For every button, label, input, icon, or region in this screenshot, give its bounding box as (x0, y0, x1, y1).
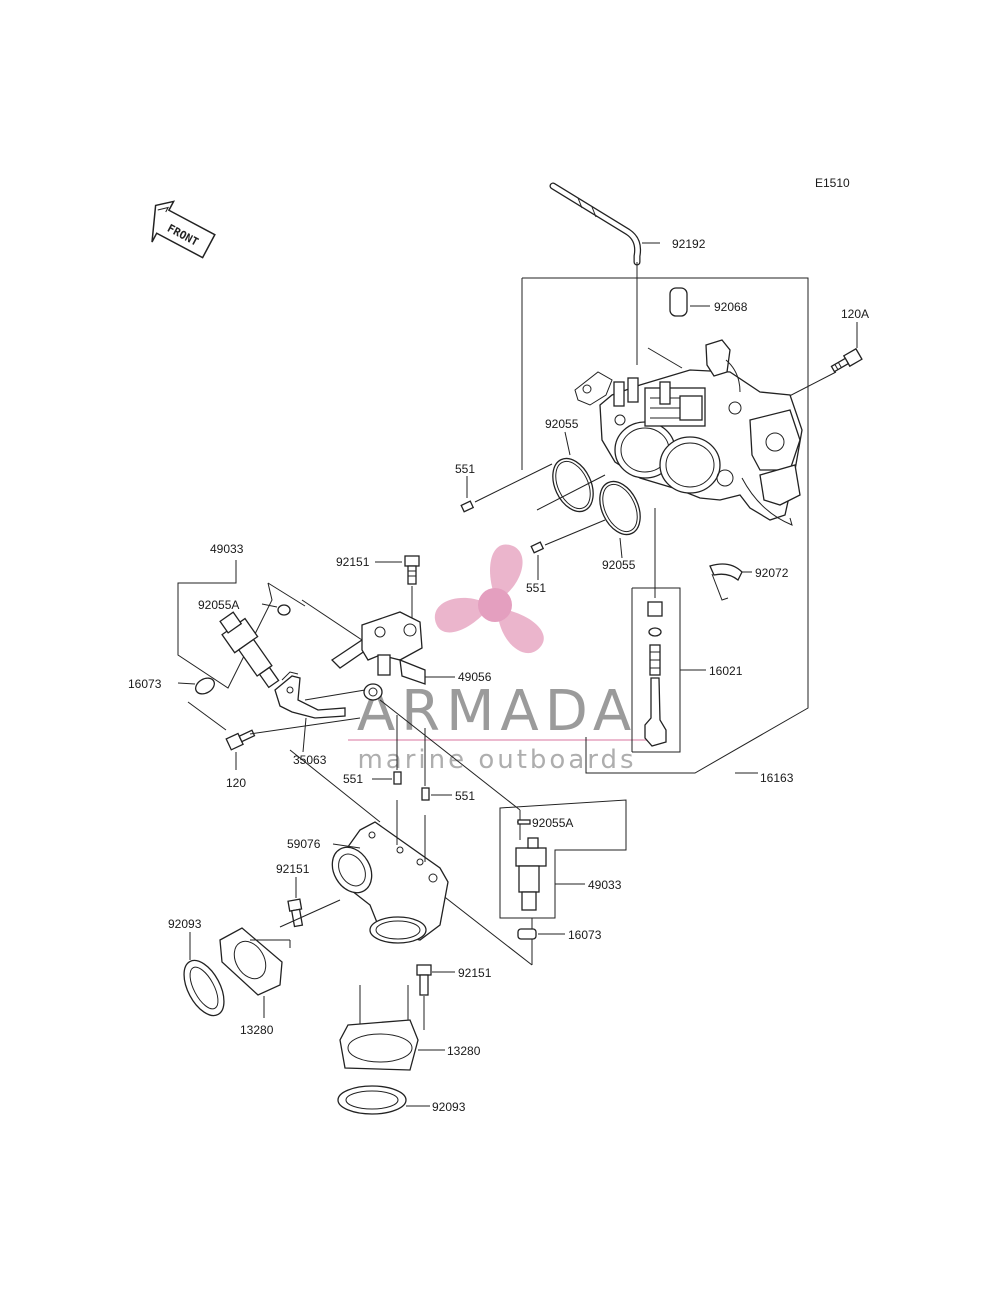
label-92151-top: 92151 (336, 555, 370, 569)
bolt-92151-top-icon (404, 555, 420, 585)
pin-551-icon (460, 500, 475, 513)
cap-92068-icon (669, 287, 688, 317)
seal-16073-icon (195, 677, 215, 695)
watermark-tagline: marine outboards (357, 745, 636, 775)
label-551-right: 551 (526, 581, 546, 595)
label-551-a: 551 (343, 772, 363, 786)
frame-49033-top (177, 560, 273, 689)
label-13280-left: 13280 (240, 1023, 274, 1037)
label-92151-left: 92151 (276, 862, 310, 876)
label-16073-right: 16073 (568, 928, 602, 942)
bracket-35063-icon (274, 671, 346, 719)
label-49033-right: 49033 (588, 878, 622, 892)
label-16073-left: 16073 (128, 677, 162, 691)
intake-59076-icon (331, 821, 449, 944)
clip-92072-icon (709, 563, 743, 601)
label-92068: 92068 (714, 300, 748, 314)
oring-92055-left-icon (552, 457, 594, 513)
label-92093-bottom: 92093 (432, 1100, 466, 1114)
bolt-120A-icon (830, 347, 863, 373)
label-35063: 35063 (293, 753, 327, 767)
seal-16073-right-icon (517, 928, 537, 940)
pipe-49056-icon (330, 611, 426, 701)
label-120A: 120A (841, 307, 869, 321)
label-551-b: 551 (455, 789, 475, 803)
flange-13280-icon (219, 927, 283, 996)
bolt-92151-bottom-icon (416, 964, 432, 996)
label-92093-left: 92093 (168, 917, 202, 931)
label-92192: 92192 (672, 237, 706, 251)
oring-92055-right-icon (599, 480, 641, 536)
flange-13280-bottom-icon (339, 985, 419, 1071)
label-92055A-right: 92055A (532, 816, 573, 830)
label-92055A-top: 92055A (198, 598, 239, 612)
bolt-120-icon (225, 729, 256, 751)
label-92055-left: 92055 (545, 417, 579, 431)
pin-551-right-icon (530, 541, 545, 554)
frame-16163 (521, 277, 809, 774)
label-92055-right: 92055 (602, 558, 636, 572)
watermark-brand: ARMADA (357, 679, 637, 744)
label-49056: 49056 (458, 670, 492, 684)
injector-49033-right-icon (515, 837, 547, 911)
oring-92055A-icon (277, 604, 291, 616)
gasket-92093-icon (183, 959, 225, 1017)
pin-551-b-icon (421, 787, 430, 801)
throttle-body-icon (574, 339, 803, 526)
oring-92055A-right-icon (517, 819, 531, 825)
label-92151-bottom: 92151 (458, 966, 492, 980)
label-59076: 59076 (287, 837, 321, 851)
screw-16021-icon (644, 601, 667, 747)
label-92072: 92072 (755, 566, 789, 580)
label-16163: 16163 (760, 771, 794, 785)
label-16021: 16021 (709, 664, 743, 678)
label-120: 120 (226, 776, 246, 790)
label-13280-bottom: 13280 (447, 1044, 481, 1058)
watermark-logo-icon (434, 544, 544, 654)
injector-49033-icon (219, 611, 280, 689)
gasket-92093-bottom-icon (337, 1085, 407, 1115)
hose-92192-icon (549, 182, 642, 266)
frame-49033-bottom (499, 799, 627, 919)
label-551-left: 551 (455, 462, 475, 476)
front-arrow-icon: FRONT (151, 200, 216, 259)
label-49033-top: 49033 (210, 542, 244, 556)
bolt-92151-left-icon (287, 898, 304, 928)
pin-551-a-icon (393, 771, 402, 785)
diagram-code: E1510 (815, 176, 850, 190)
